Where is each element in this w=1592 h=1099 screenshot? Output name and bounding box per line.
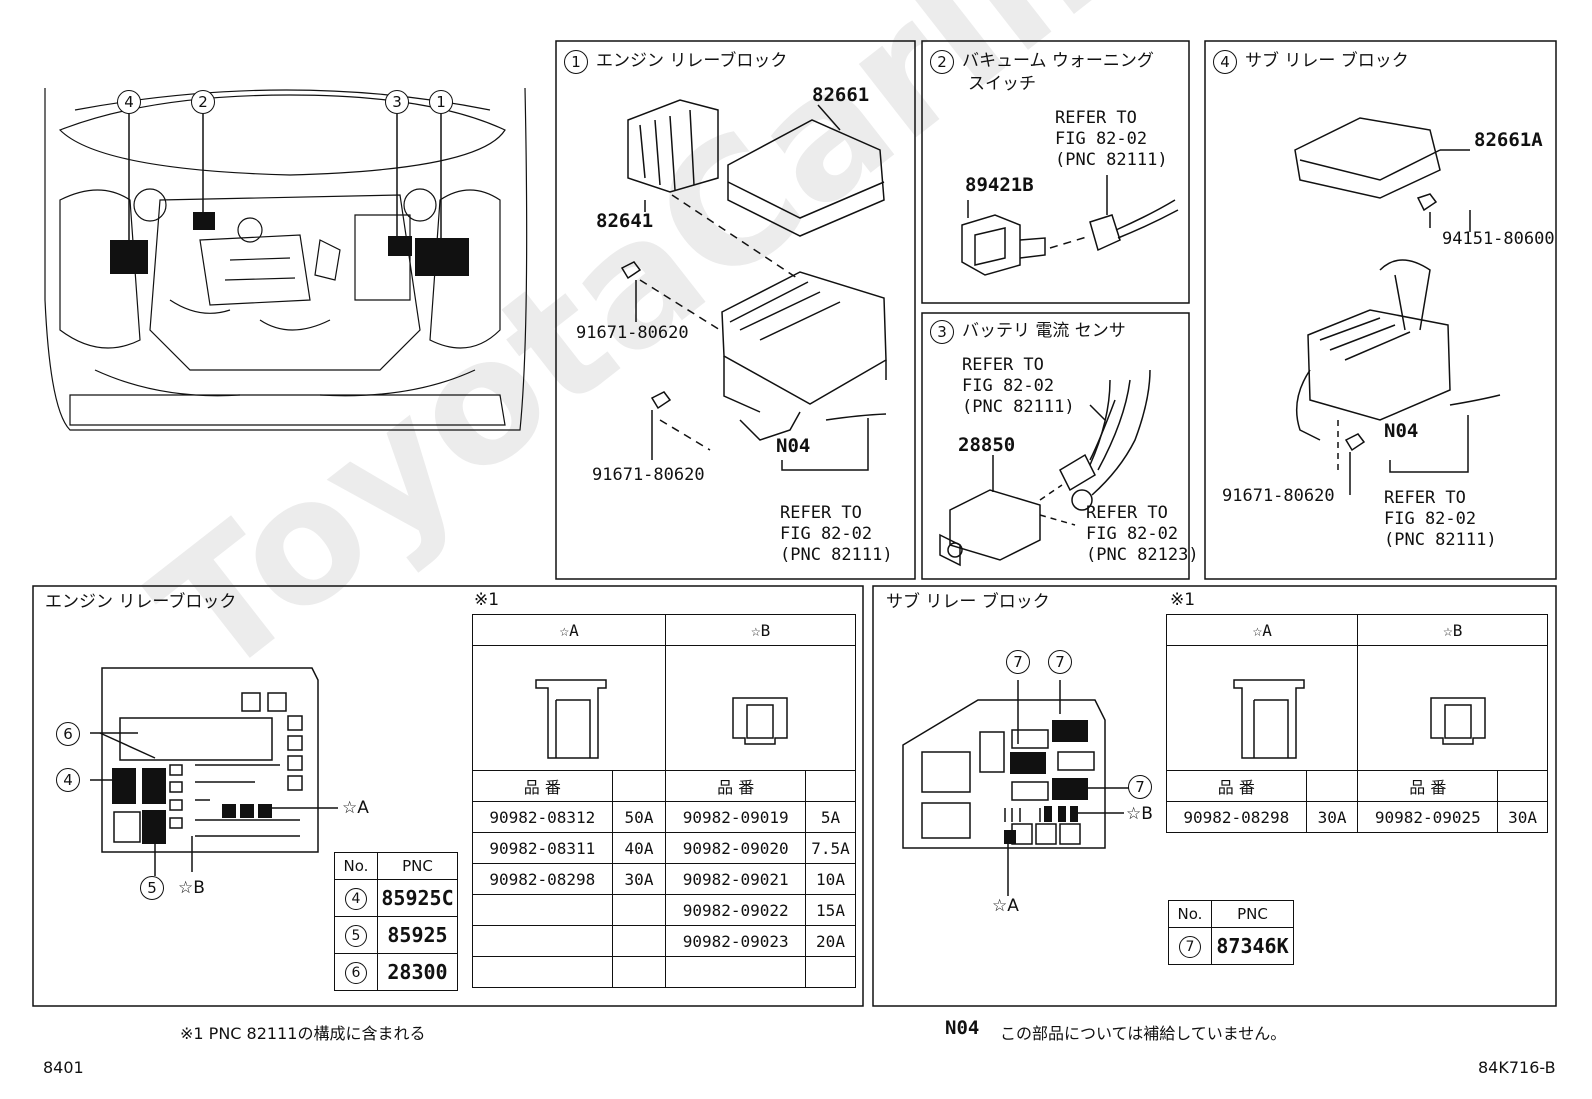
lower-engine-relay-layout: [90, 667, 338, 876]
panel-3-number: 3: [930, 320, 954, 344]
table-row: 5 85925: [334, 916, 458, 954]
panel-4-number: 4: [1213, 50, 1237, 74]
panel-1-number: 1: [564, 50, 588, 74]
relay-4-slot: [112, 768, 136, 804]
table-row: 4 85925C: [334, 879, 458, 917]
callout-2-engine-bay: 2: [191, 90, 215, 114]
star-a-label-lower-right: ☆A: [992, 896, 1019, 916]
col-part-a: 品 番: [472, 770, 613, 802]
refer-to-panel-3b: REFER TO FIG 82-02 (PNC 82123): [1086, 503, 1199, 565]
part-89421B: 89421B: [965, 174, 1034, 196]
star-a-label-lower-left: ☆A: [342, 798, 369, 818]
n04-label-panel-1: N04: [776, 435, 811, 457]
part-91671-80620-a: 91671-80620: [576, 323, 689, 343]
sub-relay-7b: [1052, 720, 1088, 742]
callout-5-lower-left: 5: [140, 876, 164, 900]
n04-label-panel-4: N04: [1384, 420, 1419, 442]
page-number: 8401: [43, 1058, 84, 1077]
figure-code: 84K716-B: [1478, 1058, 1556, 1077]
lower-left-note-mark: ※1: [474, 590, 500, 610]
refer-to-panel-3a: REFER TO FIG 82-02 (PNC 82111): [962, 355, 1075, 417]
fuse-a-slot-1: [222, 804, 236, 818]
footer-n04-code: N04: [945, 1017, 980, 1039]
engine-bay-block-2: [193, 212, 215, 230]
vacuum-switch-drawing: [961, 175, 1179, 276]
sub-relay-7c: [1052, 778, 1088, 800]
panel-2-title-line1: バキューム ウォーニング: [962, 51, 1154, 71]
callout-7-b: 7: [1048, 650, 1072, 674]
panel-2-title-line2: スイッチ: [968, 74, 1036, 94]
col-part-b: 品 番: [665, 770, 806, 802]
sub-relay-7a: [1010, 752, 1046, 774]
panel-4-title: サブ リレー ブロック: [1245, 51, 1409, 71]
callout-6-lower-left: 6: [56, 722, 80, 746]
table-row: 7 87346K: [1168, 927, 1294, 965]
part-91671-80620-b: 91671-80620: [592, 465, 705, 485]
callout-1-engine-bay: 1: [429, 90, 453, 114]
star-b-label-lower-right: ☆B: [1126, 804, 1153, 824]
footer-n04-note: この部品については補給していません。: [1000, 1024, 1287, 1043]
pnc-table-lower-left: No. PNC 4 85925C 5 85925 6 28300: [334, 852, 458, 991]
col-star-a: ☆A: [471, 614, 667, 646]
sub-fuse-b-slot-3: [1070, 806, 1078, 822]
lower-right-note-mark: ※1: [1170, 590, 1196, 610]
sub-relay-block-drawing: [1294, 117, 1501, 495]
refer-to-panel-4: REFER TO FIG 82-02 (PNC 82111): [1384, 488, 1497, 550]
lower-right-title: サブ リレー ブロック: [886, 592, 1050, 612]
part-82661: 82661: [812, 84, 870, 106]
panel-2-number: 2: [930, 50, 954, 74]
engine-bay-block-4: [110, 240, 148, 274]
part-91671-80620-c: 91671-80620: [1222, 486, 1335, 506]
fuse-a-slot-3: [258, 804, 272, 818]
footnote-1: ※1 PNC 82111の構成に含まれる: [180, 1024, 426, 1043]
star-b-label-lower-left: ☆B: [178, 878, 205, 898]
lower-left-title: エンジン リレーブロック: [45, 592, 237, 612]
panel-1-title: エンジン リレーブロック: [596, 51, 788, 71]
relay-5-slot: [142, 810, 166, 844]
callout-7-a: 7: [1006, 650, 1030, 674]
engine-bay-block-1: [415, 238, 469, 276]
battery-sensor-drawing: [939, 369, 1151, 567]
callout-4-lower-left: 4: [56, 768, 80, 792]
refer-to-panel-2: REFER TO FIG 82-02 (PNC 82111): [1055, 108, 1168, 170]
relay-6-slot: [142, 768, 166, 804]
engine-relay-block-drawing: [620, 99, 887, 471]
fuse-a-slot-2: [240, 804, 254, 818]
pnc-table-lower-right: No. PNC 7 87346K: [1168, 900, 1294, 965]
sub-fuse-a-slot: [1004, 830, 1016, 844]
part-82661A: 82661A: [1474, 129, 1543, 151]
callout-4-engine-bay: 4: [117, 90, 141, 114]
engine-bay-block-3: [388, 236, 412, 256]
part-28850: 28850: [958, 434, 1016, 456]
table-row: 6 28300: [334, 953, 458, 991]
refer-to-panel-1: REFER TO FIG 82-02 (PNC 82111): [780, 503, 893, 565]
callout-7-c: 7: [1128, 775, 1152, 799]
part-82641: 82641: [596, 210, 654, 232]
sub-fuse-b-slot-2: [1058, 806, 1066, 822]
lower-sub-relay-layout: [902, 680, 1130, 896]
part-94151-80600: 94151-80600: [1442, 229, 1555, 249]
col-star-b: ☆B: [665, 614, 856, 646]
sub-fuse-b-slot-1: [1044, 806, 1052, 822]
callout-3-engine-bay: 3: [385, 90, 409, 114]
panel-3-title: バッテリ 電流 センサ: [962, 321, 1126, 341]
